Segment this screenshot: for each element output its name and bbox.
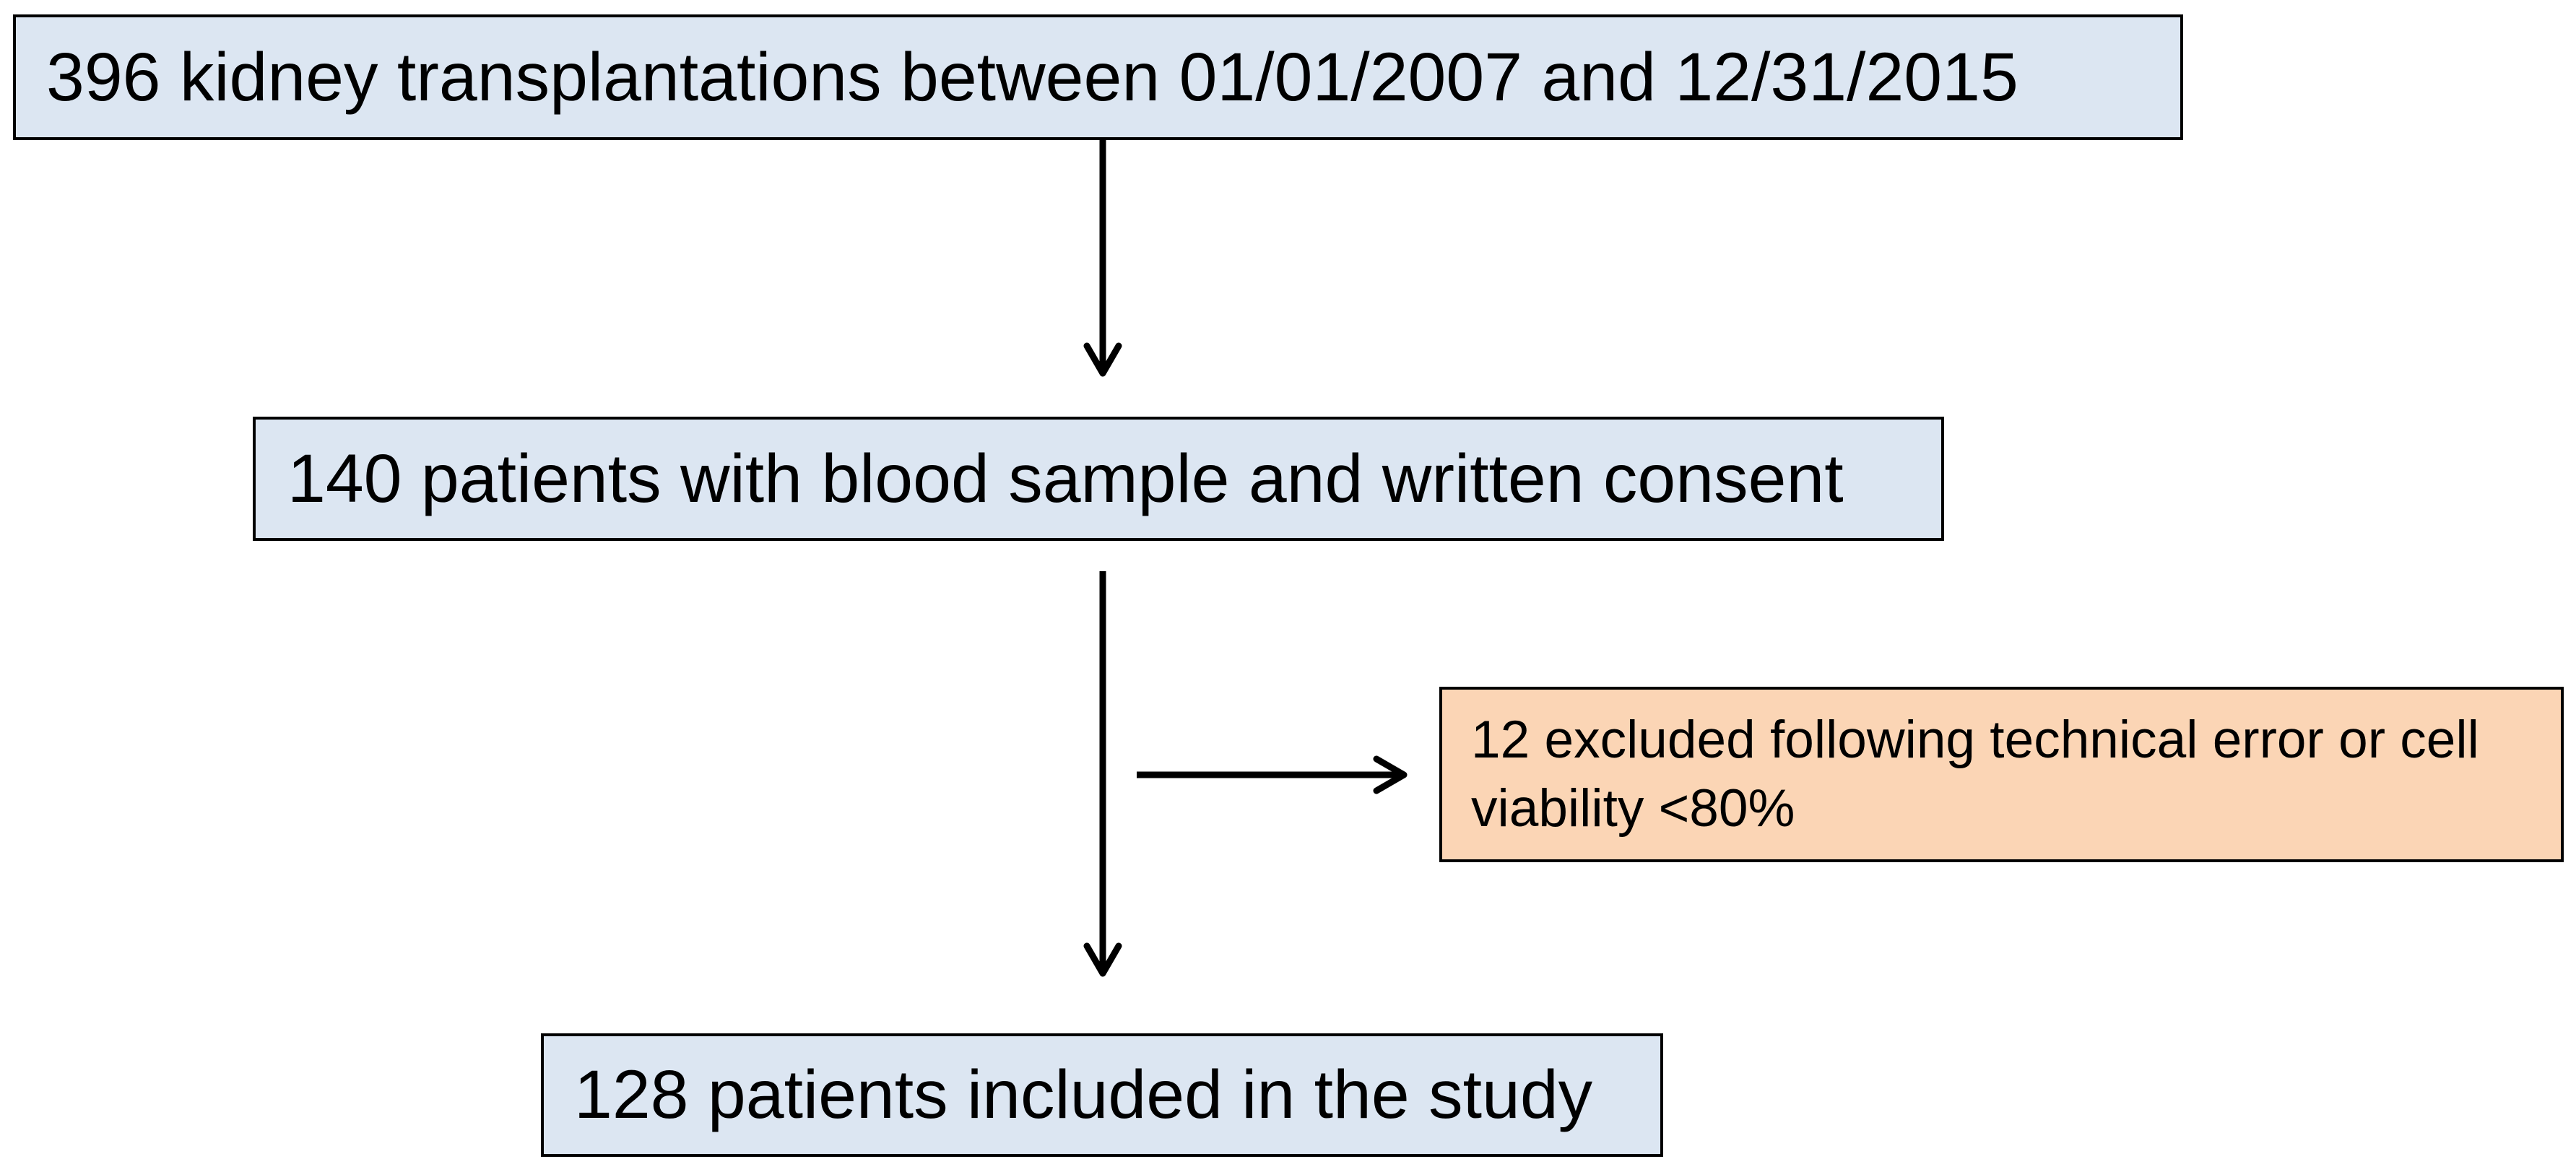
flow-box-included-patients: 128 patients included in the study xyxy=(541,1033,1663,1157)
arrow-start-to-consent xyxy=(1083,140,1122,377)
flow-box-all-transplantations: 396 kidney transplantations between 01/0… xyxy=(13,14,2183,140)
flow-box-included-patients-text: 128 patients included in the study xyxy=(574,1056,1593,1133)
arrow-to-excluded xyxy=(1137,755,1408,794)
flow-box-excluded-patients-text: 12 excluded following technical error or… xyxy=(1471,710,2479,838)
flow-box-all-transplantations-text: 396 kidney transplantations between 01/0… xyxy=(46,38,2018,116)
arrow-consent-to-included xyxy=(1083,571,1122,977)
flow-box-excluded-patients: 12 excluded following technical error or… xyxy=(1439,687,2564,862)
flow-box-consented-patients: 140 patients with blood sample and writt… xyxy=(253,417,1944,541)
flow-box-consented-patients-text: 140 patients with blood sample and writt… xyxy=(287,440,1844,517)
